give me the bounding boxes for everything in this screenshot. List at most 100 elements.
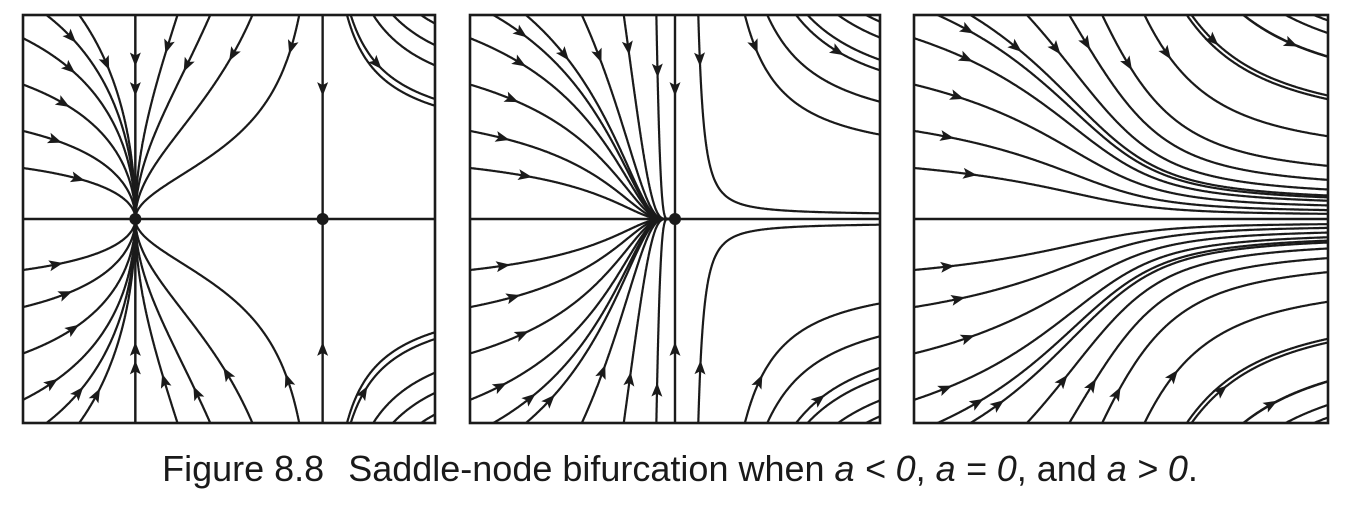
arrow-head xyxy=(1007,38,1022,52)
figure-caption: Figure 8.8 Saddle-node bifurcation when a… xyxy=(162,448,1198,489)
trajectory xyxy=(132,15,212,221)
trajectory xyxy=(743,302,880,423)
arrow-head xyxy=(505,293,521,305)
trajectory xyxy=(794,15,880,72)
arrow-head xyxy=(88,388,101,404)
arrow-head xyxy=(512,24,528,38)
arrow-head xyxy=(939,130,955,141)
trajectory xyxy=(806,377,880,423)
trajectory xyxy=(371,15,435,67)
arrow-head xyxy=(940,261,955,273)
caption-text: Saddle-node bifurcation when xyxy=(348,448,835,489)
arrow-head xyxy=(46,132,62,144)
arrow-head xyxy=(1078,34,1091,50)
caption-label: Figure 8.8 xyxy=(162,448,325,489)
trajectory xyxy=(968,241,1328,423)
trajectory xyxy=(914,37,1328,202)
trajectory-group xyxy=(914,15,1328,423)
arrow-head xyxy=(694,360,706,375)
trajectory xyxy=(23,217,137,355)
trajectory xyxy=(391,15,435,47)
arrow-head xyxy=(64,324,79,338)
panel-frame xyxy=(21,13,437,425)
arrow-head xyxy=(957,50,973,62)
arrow-head xyxy=(937,385,953,397)
trajectory xyxy=(1143,15,1328,138)
arrow-head xyxy=(595,364,606,380)
arrow-head xyxy=(48,260,64,272)
arrow-head xyxy=(651,63,663,78)
trajectory xyxy=(934,239,1328,423)
trajectory xyxy=(697,223,880,423)
trajectory xyxy=(44,15,140,221)
trajectory xyxy=(23,36,137,221)
phase-panel xyxy=(21,13,437,425)
arrow-head xyxy=(950,294,966,306)
arrow-head xyxy=(694,52,706,67)
trajectory xyxy=(345,331,435,423)
arrow-head xyxy=(747,38,758,54)
arrow-head xyxy=(1204,31,1219,46)
arrow-head xyxy=(810,394,825,408)
arrow-head xyxy=(1047,40,1061,55)
arrow-head xyxy=(57,291,73,302)
arrow-head xyxy=(70,386,84,402)
trajectory xyxy=(863,15,880,23)
trajectory xyxy=(23,129,139,221)
equilibrium-point xyxy=(669,213,681,225)
arrow-head xyxy=(98,54,110,70)
trajectory xyxy=(836,399,880,423)
equilibrium-point xyxy=(129,213,142,225)
trajectory xyxy=(766,335,880,423)
arrow-head xyxy=(958,21,974,34)
condition-zero: a = 0 xyxy=(935,448,1017,489)
arrow-head xyxy=(828,43,844,56)
arrow-head xyxy=(284,373,296,389)
phase-panel xyxy=(912,13,1330,425)
trajectory xyxy=(131,217,301,423)
arrow-head xyxy=(1054,374,1068,390)
arrow-head xyxy=(54,95,70,107)
trajectory xyxy=(655,15,677,223)
arrow-head xyxy=(494,131,510,142)
arrow-head xyxy=(1120,55,1133,71)
trajectory xyxy=(743,15,880,136)
arrow-head xyxy=(491,382,507,395)
trajectory xyxy=(655,215,677,423)
trajectory xyxy=(1190,15,1328,97)
phase-panel xyxy=(468,13,882,425)
trajectory xyxy=(391,391,435,423)
trajectory xyxy=(766,15,880,103)
arrow-head xyxy=(287,39,299,55)
trajectory xyxy=(622,15,677,221)
trajectory xyxy=(23,217,137,272)
arrow-head xyxy=(962,167,978,179)
trajectory xyxy=(133,15,254,221)
condition-negative: a < 0 xyxy=(834,448,916,489)
arrow-head xyxy=(495,261,511,273)
arrow-head xyxy=(669,341,681,356)
arrow-head xyxy=(989,400,1005,413)
trajectory xyxy=(1185,15,1328,101)
arrow-head xyxy=(651,382,663,397)
arrow-head xyxy=(751,374,763,390)
arrow-head xyxy=(229,46,241,62)
trajectory xyxy=(934,15,1328,199)
trajectory xyxy=(44,217,140,423)
arrow-head xyxy=(129,82,141,97)
arrow-head xyxy=(317,341,329,356)
arrow-head xyxy=(1212,385,1228,399)
trajectory xyxy=(914,231,1328,355)
trajectory xyxy=(794,366,880,423)
trajectory xyxy=(1100,271,1328,423)
arrow-head xyxy=(355,386,368,402)
arrow-head xyxy=(511,54,527,67)
arrow-head xyxy=(517,169,533,181)
trajectory xyxy=(1185,337,1328,423)
trajectory xyxy=(131,15,301,221)
trajectory xyxy=(914,236,1328,401)
arrow-head xyxy=(621,40,633,56)
trajectory xyxy=(419,413,435,423)
trajectory xyxy=(914,226,1328,309)
